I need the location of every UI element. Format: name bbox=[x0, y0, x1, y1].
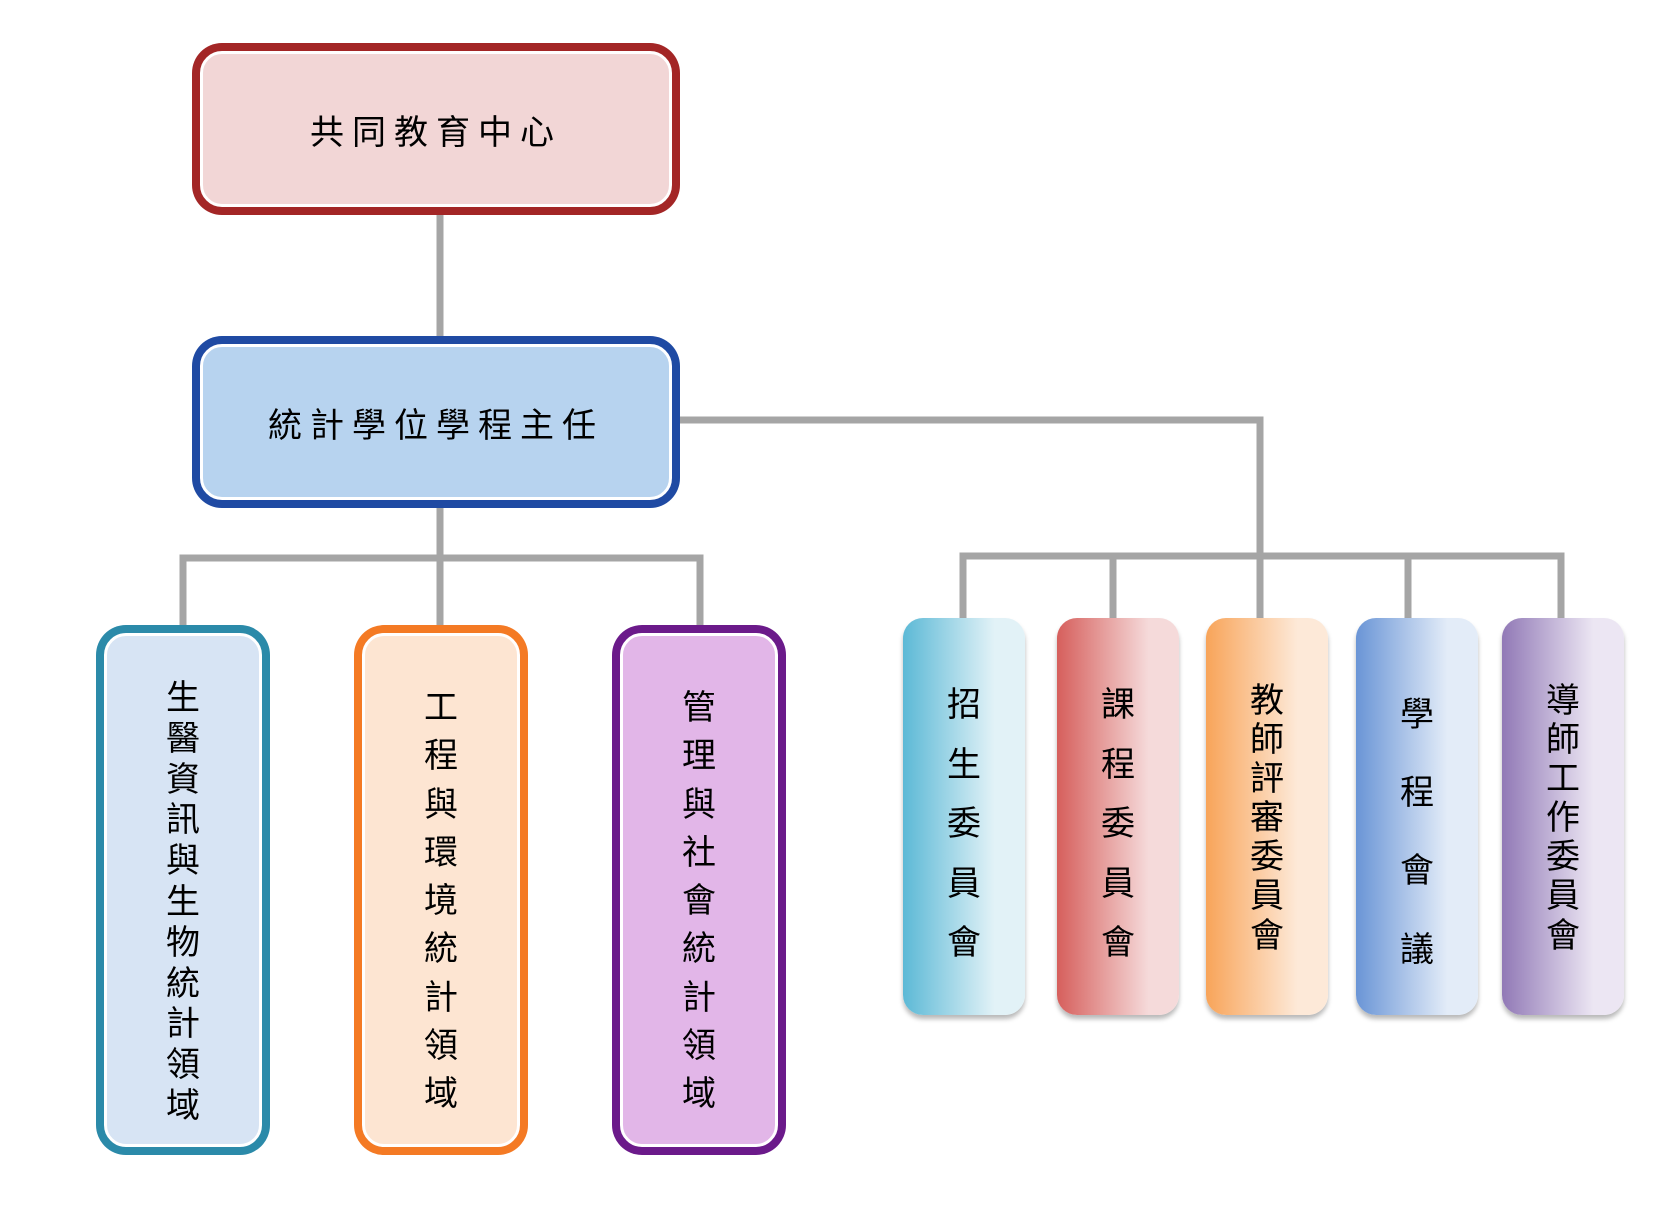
node-field-biomedical-label: 生醫資訊與生物統計領域 bbox=[166, 678, 200, 1126]
node-program-director: 統計學位學程主任 bbox=[192, 336, 680, 508]
node-committee-curriculum-label: 課程委員會 bbox=[1101, 685, 1135, 963]
node-committee-admissions: 招生委員會 bbox=[903, 618, 1025, 1015]
node-general-education-center-label: 共同教育中心 bbox=[310, 112, 562, 153]
node-committee-program-meeting-label: 學程會議 bbox=[1400, 695, 1434, 970]
node-committee-mentor-work: 導師工作委員會 bbox=[1502, 618, 1624, 1015]
node-program-director-label: 統計學位學程主任 bbox=[268, 405, 604, 446]
node-committee-admissions-label: 招生委員會 bbox=[947, 685, 981, 963]
node-field-management-label: 管理與社會統計領域 bbox=[682, 688, 716, 1115]
node-field-engineering-label: 工程與環境統計領域 bbox=[424, 688, 458, 1115]
node-committee-mentor-work-label: 導師工作委員會 bbox=[1546, 681, 1580, 956]
node-committee-faculty-review-label: 教師評審委員會 bbox=[1250, 681, 1284, 956]
node-committee-program-meeting: 學程會議 bbox=[1356, 618, 1478, 1015]
node-committee-curriculum: 課程委員會 bbox=[1057, 618, 1179, 1015]
node-field-biomedical: 生醫資訊與生物統計領域 bbox=[96, 625, 270, 1155]
node-field-engineering: 工程與環境統計領域 bbox=[354, 625, 528, 1155]
node-committee-faculty-review: 教師評審委員會 bbox=[1206, 618, 1328, 1015]
node-field-management: 管理與社會統計領域 bbox=[612, 625, 786, 1155]
node-general-education-center: 共同教育中心 bbox=[192, 43, 680, 215]
